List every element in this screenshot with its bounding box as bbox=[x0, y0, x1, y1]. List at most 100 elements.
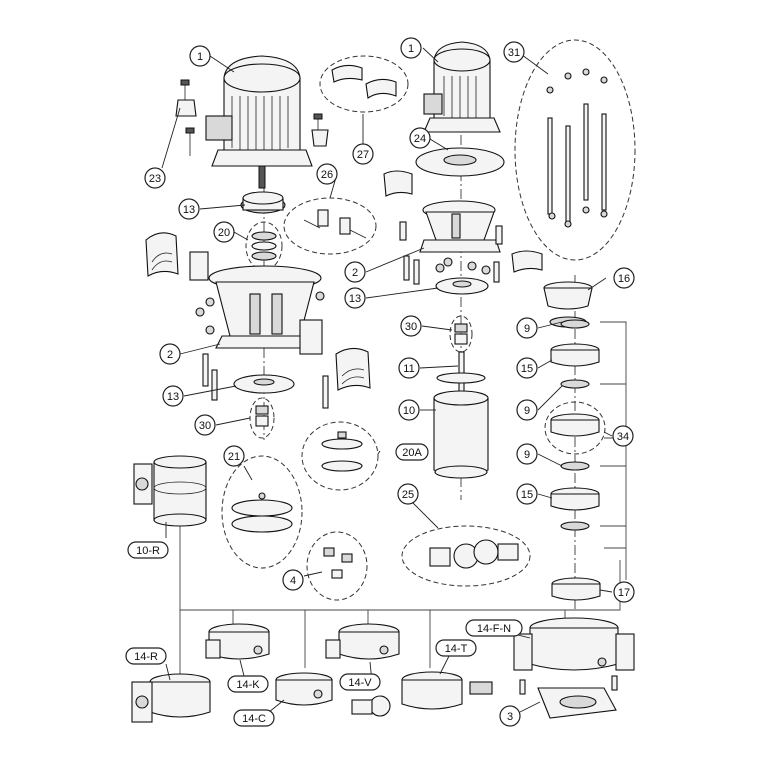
base-housing-14-F-N bbox=[513, 617, 635, 671]
tag-20A: 20A bbox=[395, 443, 429, 461]
right-motor bbox=[423, 41, 501, 133]
stage-cap-16 bbox=[543, 281, 593, 328]
callout-26: 26 bbox=[316, 163, 338, 185]
svg-text:11: 11 bbox=[403, 363, 414, 375]
svg-text:21: 21 bbox=[228, 451, 240, 463]
callout-3: 3 bbox=[499, 705, 521, 727]
svg-text:30: 30 bbox=[405, 321, 417, 333]
svg-text:20A: 20A bbox=[402, 447, 422, 459]
callout-21: 21 bbox=[223, 445, 245, 467]
callout-30-right: 30 bbox=[400, 315, 422, 337]
svg-text:3: 3 bbox=[507, 711, 513, 723]
svg-text:4: 4 bbox=[290, 575, 296, 587]
variant-tags: 20A 10-R 14-F-N 14-R 14-T 14-K 14-V 14-C bbox=[125, 443, 523, 727]
svg-text:25: 25 bbox=[402, 489, 414, 501]
callout-1-right-motor: 1 bbox=[400, 37, 422, 59]
svg-text:20: 20 bbox=[218, 227, 230, 239]
svg-text:9: 9 bbox=[524, 449, 530, 461]
svg-text:26: 26 bbox=[321, 169, 333, 181]
left-seal-plate bbox=[233, 374, 295, 394]
callout-27: 27 bbox=[352, 143, 374, 165]
tag-14-R: 14-R bbox=[125, 647, 167, 665]
stage-bracket-34 bbox=[600, 321, 627, 580]
callout-15-lower: 15 bbox=[516, 483, 538, 505]
sleeve-10-R bbox=[133, 455, 207, 527]
callout-25: 25 bbox=[397, 483, 419, 505]
svg-text:13: 13 bbox=[167, 391, 179, 403]
tag-14-V: 14-V bbox=[339, 673, 381, 691]
housing-14-T bbox=[351, 671, 493, 717]
svg-text:27: 27 bbox=[357, 149, 369, 161]
svg-text:23: 23 bbox=[149, 173, 161, 185]
housing-14-C bbox=[275, 672, 333, 706]
callout-16: 16 bbox=[613, 267, 635, 289]
callout-9-middle: 9 bbox=[516, 399, 538, 421]
right-motor-flange bbox=[415, 147, 505, 177]
o-ring-group-20A bbox=[301, 421, 379, 491]
left-coupling bbox=[240, 191, 286, 214]
callout-15-upper: 15 bbox=[516, 357, 538, 379]
left-motor bbox=[205, 55, 313, 189]
svg-text:14-V: 14-V bbox=[348, 677, 372, 689]
svg-text:31: 31 bbox=[508, 47, 520, 59]
hardware-group-26 bbox=[283, 197, 377, 255]
base-plate-3 bbox=[519, 675, 618, 719]
svg-text:14-C: 14-C bbox=[242, 713, 266, 725]
right-lantern-adapter bbox=[383, 170, 543, 285]
callout-30-left: 30 bbox=[194, 414, 216, 436]
svg-text:1: 1 bbox=[408, 43, 414, 55]
svg-text:10-R: 10-R bbox=[136, 545, 160, 557]
outer-sleeve bbox=[433, 372, 489, 479]
housing-14-K bbox=[205, 623, 270, 660]
callout-bubbles: 1 23 27 1 24 31 26 13 20 2 2 13 16 30 9 … bbox=[144, 37, 635, 727]
valve-group-25 bbox=[401, 525, 531, 587]
callout-34: 34 bbox=[612, 425, 634, 447]
callout-9-lower: 9 bbox=[516, 443, 538, 465]
housing-14-V bbox=[325, 623, 400, 660]
left-motor-bolts bbox=[175, 79, 329, 156]
svg-text:24: 24 bbox=[414, 133, 426, 145]
svg-text:16: 16 bbox=[618, 273, 630, 285]
svg-text:14-F-N: 14-F-N bbox=[477, 623, 511, 635]
svg-text:10: 10 bbox=[403, 405, 415, 417]
svg-text:9: 9 bbox=[524, 323, 530, 335]
diffuser-stages bbox=[544, 319, 606, 531]
svg-text:14-T: 14-T bbox=[445, 643, 468, 655]
svg-text:34: 34 bbox=[617, 431, 629, 443]
tag-14-F-N: 14-F-N bbox=[465, 619, 523, 637]
housing-14-R bbox=[131, 673, 211, 723]
tag-14-C: 14-C bbox=[233, 709, 275, 727]
svg-text:30: 30 bbox=[199, 420, 211, 432]
right-seal-plate bbox=[435, 277, 489, 295]
svg-text:14-R: 14-R bbox=[134, 651, 158, 663]
svg-text:13: 13 bbox=[349, 293, 361, 305]
svg-text:9: 9 bbox=[524, 405, 530, 417]
svg-text:1: 1 bbox=[197, 51, 203, 63]
guard-group-27 bbox=[319, 55, 409, 113]
callout-23: 23 bbox=[144, 167, 166, 189]
svg-text:15: 15 bbox=[521, 363, 533, 375]
leader-lines bbox=[161, 47, 613, 717]
callout-24: 24 bbox=[409, 127, 431, 149]
callout-11: 11 bbox=[398, 357, 420, 379]
seal-group-30-right bbox=[449, 315, 473, 353]
svg-text:15: 15 bbox=[521, 489, 533, 501]
wear-ring-17 bbox=[551, 577, 601, 601]
left-lantern-adapter bbox=[189, 251, 323, 355]
tag-10-R: 10-R bbox=[127, 541, 169, 559]
callout-17: 17 bbox=[613, 581, 635, 603]
callout-13-left-lower: 13 bbox=[162, 385, 184, 407]
plug-group-4 bbox=[306, 531, 368, 601]
tag-14-T: 14-T bbox=[435, 639, 477, 657]
callout-13-left-upper: 13 bbox=[178, 198, 200, 220]
callout-20: 20 bbox=[213, 221, 235, 243]
svg-text:13: 13 bbox=[183, 204, 195, 216]
seal-group-30-left bbox=[249, 397, 275, 439]
callout-2-right: 2 bbox=[344, 261, 366, 283]
callout-31: 31 bbox=[503, 41, 525, 63]
svg-text:2: 2 bbox=[352, 267, 358, 279]
svg-text:14-K: 14-K bbox=[236, 679, 260, 691]
callout-9-upper: 9 bbox=[516, 317, 538, 339]
